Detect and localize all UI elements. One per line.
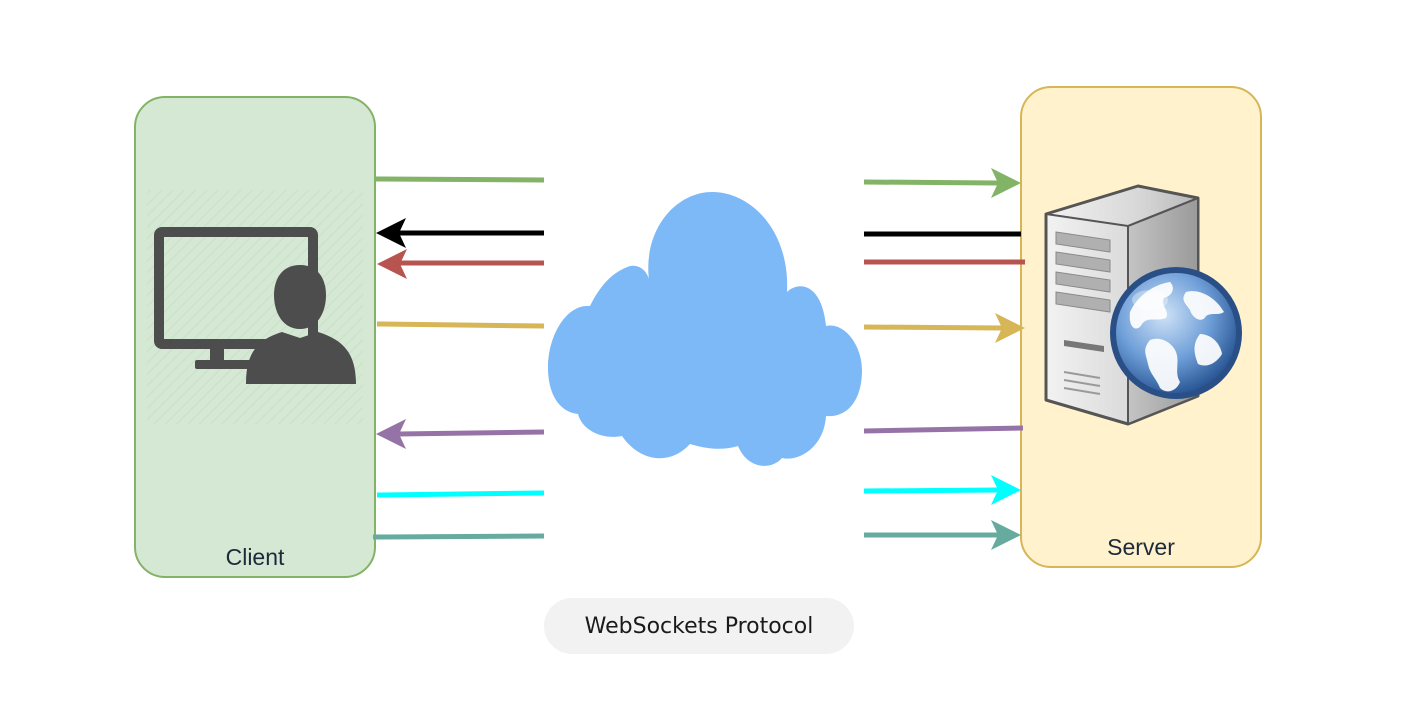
internet-cloud bbox=[548, 192, 862, 466]
connection-line-server-side bbox=[863, 425, 1024, 434]
arrowhead-to-server bbox=[991, 168, 1021, 198]
connection-5 bbox=[376, 419, 1024, 449]
connection-1 bbox=[375, 168, 1021, 198]
connection-line-client-side bbox=[376, 490, 545, 498]
arrowhead-to-client bbox=[376, 218, 406, 248]
client-node[interactable] bbox=[134, 96, 376, 578]
protocol-caption: WebSockets Protocol bbox=[544, 598, 854, 654]
connection-7 bbox=[372, 520, 1021, 550]
connection-2 bbox=[376, 218, 1021, 248]
connection-line-client-side bbox=[397, 429, 545, 437]
connection-4 bbox=[376, 313, 1025, 343]
connection-line-server-side bbox=[863, 487, 999, 494]
connection-line-client-side bbox=[375, 176, 545, 183]
connection-line-server-side bbox=[863, 179, 999, 186]
arrowhead-to-server bbox=[991, 475, 1021, 505]
connection-line-server-side bbox=[863, 324, 1003, 331]
arrowhead-to-client bbox=[376, 419, 406, 449]
connections-group bbox=[372, 168, 1025, 550]
web-server-icon bbox=[1044, 184, 1242, 426]
connection-line-client-side bbox=[372, 533, 545, 540]
server-node[interactable] bbox=[1020, 86, 1262, 568]
connection-line-client-side bbox=[376, 321, 545, 329]
user-computer-icon bbox=[154, 227, 356, 384]
client-icon-backdrop bbox=[147, 190, 363, 424]
server-label: Server bbox=[1107, 534, 1175, 560]
arrowhead-to-server bbox=[991, 520, 1021, 550]
arrowhead-to-client bbox=[377, 249, 407, 279]
connection-3 bbox=[377, 249, 1025, 279]
arrowhead-to-server bbox=[995, 313, 1025, 343]
connection-6 bbox=[376, 475, 1021, 505]
client-label: Client bbox=[225, 544, 285, 570]
protocol-caption-text: WebSockets Protocol bbox=[584, 613, 814, 639]
